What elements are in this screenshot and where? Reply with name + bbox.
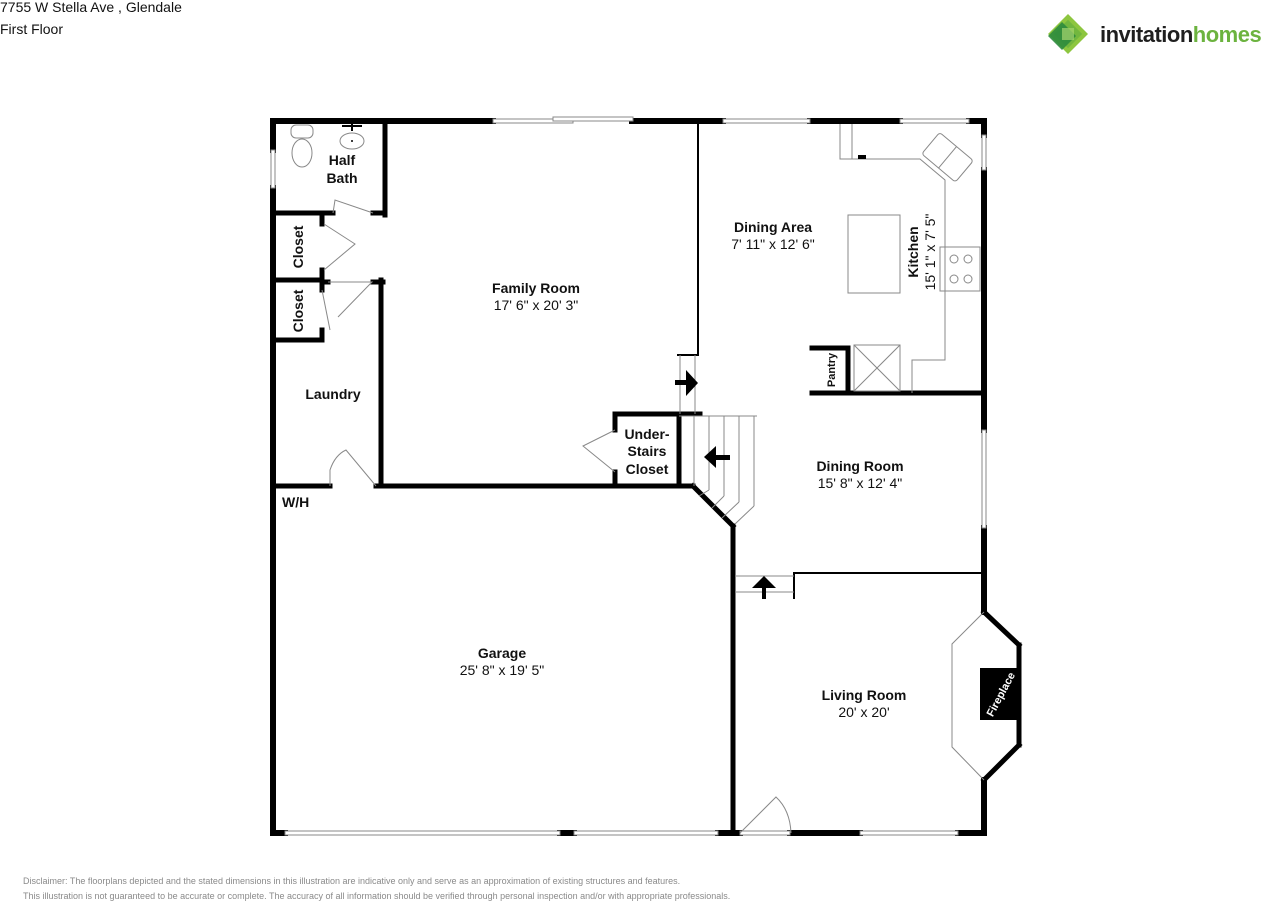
interior-walls bbox=[270, 118, 987, 836]
garage-dims: 25' 8" x 19' 5" bbox=[460, 662, 545, 678]
logo-wordmark: invitationhomes bbox=[1100, 22, 1262, 47]
under-stairs-closet-label-1: Under- bbox=[624, 426, 669, 442]
property-address: 7755 W Stella Ave , Glendale bbox=[0, 0, 182, 15]
dining-area-label: Dining Area bbox=[734, 219, 812, 235]
under-stairs-closet-label-2: Stairs bbox=[628, 443, 667, 459]
fridge bbox=[853, 344, 901, 392]
under-stairs-closet-label-3: Closet bbox=[626, 461, 669, 477]
living-room-label: Living Room bbox=[822, 687, 907, 703]
half-bath-label: Half bbox=[329, 152, 356, 168]
kitchen-island bbox=[847, 214, 901, 294]
kitchen-label: Kitchen bbox=[905, 226, 921, 277]
stairs bbox=[679, 355, 794, 593]
disclaimer-line-1: Disclaimer: The floorplans depicted and … bbox=[23, 876, 681, 886]
disclaimer-line-2: This illustration is not guaranteed to b… bbox=[23, 891, 731, 901]
arrow-left-icon bbox=[704, 446, 716, 468]
dining-area-dims: 7' 11" x 12' 6" bbox=[731, 236, 815, 252]
kitchen-dims: 15' 1" x 7' 5" bbox=[922, 214, 938, 291]
arrow-up-icon bbox=[752, 576, 776, 588]
family-room-dims: 17' 6" x 20' 3" bbox=[494, 297, 579, 313]
kitchen-fixtures bbox=[839, 124, 981, 393]
water-heater-label: W/H bbox=[282, 494, 309, 510]
arrow-right-icon bbox=[686, 370, 698, 396]
closet-2-label: Closet bbox=[290, 289, 306, 332]
half-bath-label-2: Bath bbox=[326, 170, 357, 186]
family-room-label: Family Room bbox=[492, 280, 580, 296]
garage-label: Garage bbox=[478, 645, 526, 661]
logo-diamond-icon bbox=[1048, 14, 1088, 54]
door-swings bbox=[321, 199, 792, 834]
laundry-label: Laundry bbox=[305, 386, 360, 402]
faucet-icon bbox=[342, 123, 362, 142]
stove bbox=[939, 246, 981, 292]
stair-arrows bbox=[675, 370, 776, 599]
dining-room-label: Dining Room bbox=[816, 458, 903, 474]
dining-room-dims: 15' 8" x 12' 4" bbox=[818, 475, 903, 491]
living-room-dims: 20' x 20' bbox=[838, 704, 889, 720]
windows bbox=[270, 116, 987, 836]
floor-label: First Floor bbox=[0, 21, 63, 37]
invitation-homes-logo: invitationhomes bbox=[1044, 12, 1280, 58]
pantry-label: Pantry bbox=[826, 352, 838, 387]
fireplace bbox=[951, 611, 1019, 781]
bath-fixtures bbox=[290, 124, 365, 168]
closet-1-label: Closet bbox=[290, 225, 306, 268]
